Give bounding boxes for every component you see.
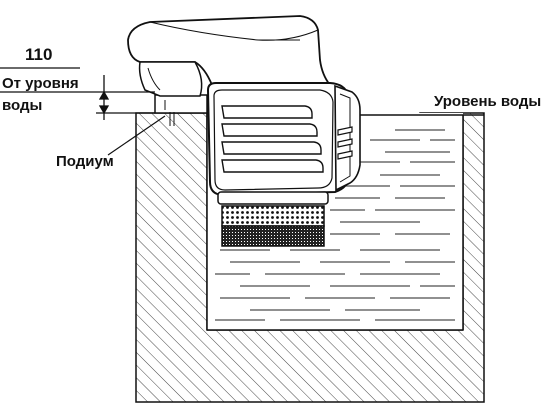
from-water-label-line2: воды bbox=[2, 97, 42, 114]
grille-slots bbox=[221, 105, 324, 173]
podium-leader bbox=[107, 115, 166, 156]
podium bbox=[154, 94, 208, 114]
dimension-marker bbox=[0, 67, 155, 120]
water-ripples bbox=[215, 129, 455, 321]
podium-label: Подиум bbox=[56, 153, 114, 170]
device-body bbox=[206, 82, 352, 197]
water-level-label: Уровень воды bbox=[434, 93, 541, 110]
dimension-value-label: 110 bbox=[25, 45, 52, 64]
filter-mesh bbox=[221, 205, 325, 227]
device-side-panel bbox=[334, 84, 361, 192]
device bbox=[127, 15, 361, 247]
from-water-label-line1: От уровня bbox=[2, 75, 79, 92]
